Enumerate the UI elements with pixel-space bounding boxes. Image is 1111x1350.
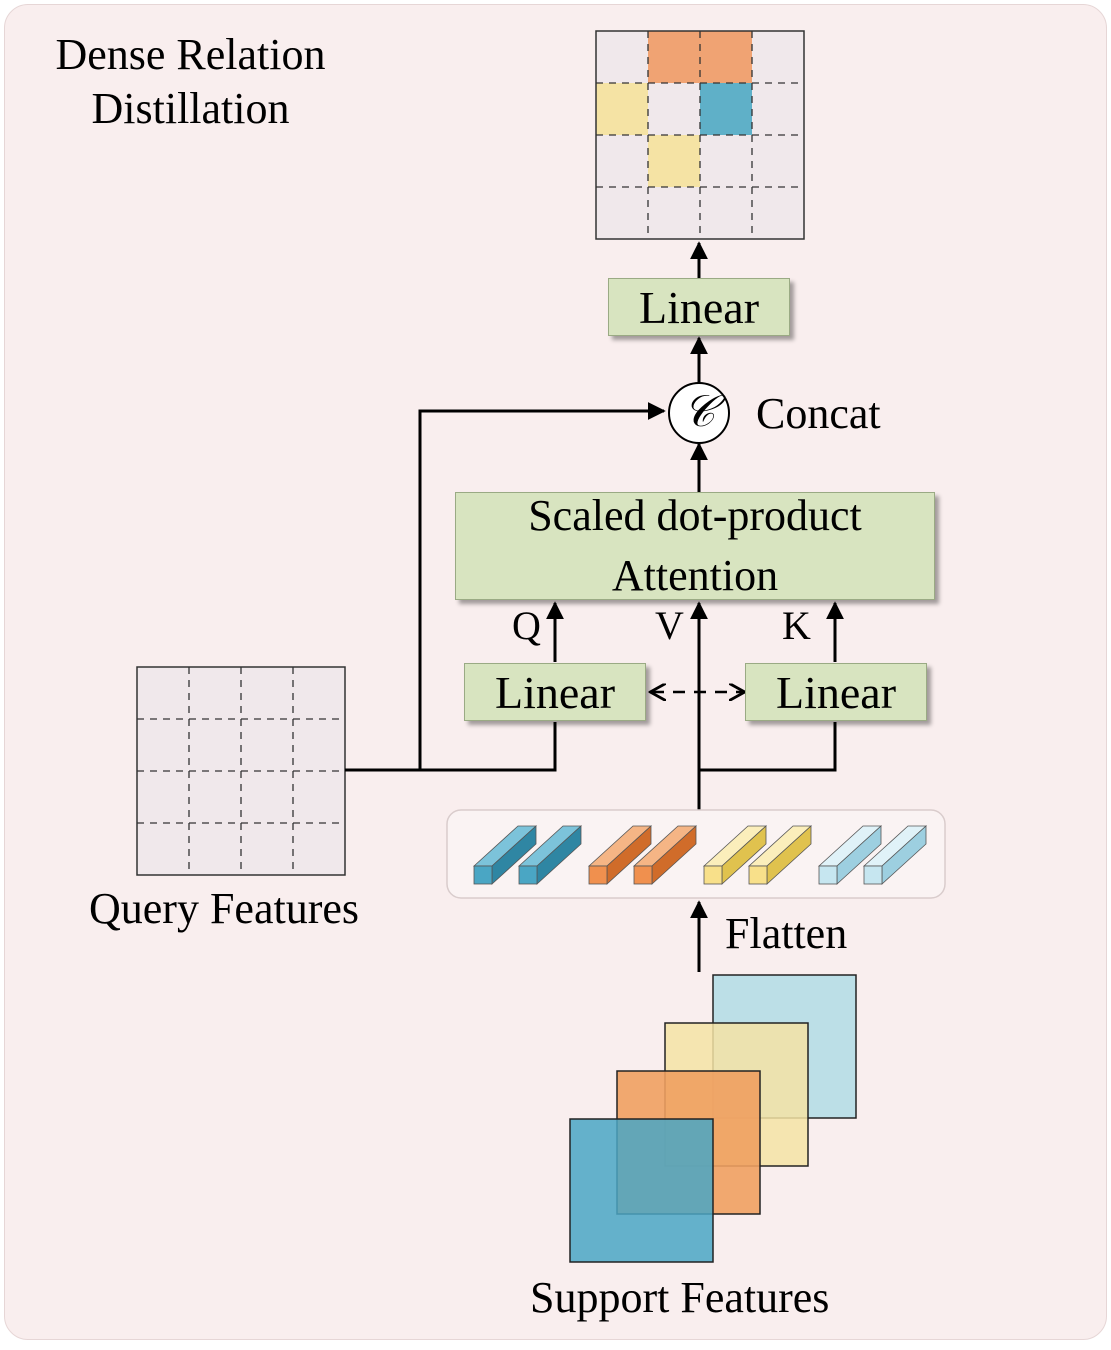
query-grid-cell: [189, 823, 241, 875]
output-grid-cell: [700, 31, 752, 83]
connector-lines: [345, 241, 844, 972]
output-grid-cell: [752, 83, 804, 135]
query-grid-cell: [189, 771, 241, 823]
query-grid-cell: [241, 823, 293, 875]
query-grid-cell: [137, 667, 189, 719]
attention-label: Scaled dot-product Attention: [528, 491, 862, 600]
linear-top-label: Linear: [638, 281, 760, 333]
query-grid-cell: [241, 719, 293, 771]
token-bar-front: [473, 865, 493, 885]
token-bar-front: [703, 865, 723, 885]
output-grid-cell: [596, 135, 648, 187]
token-bar-front: [588, 865, 608, 885]
support-features-label: Support Features: [530, 1273, 830, 1322]
query-grid-cell: [293, 667, 345, 719]
output-grid-cell: [752, 31, 804, 83]
v-label: V: [655, 603, 684, 648]
concat-circle: [668, 382, 730, 444]
output-grid-cell: [700, 187, 752, 239]
token-bar-front: [748, 865, 768, 885]
output-grid-cell: [700, 135, 752, 187]
linear-box-query: Linear: [464, 663, 646, 721]
query-grid-cell: [189, 719, 241, 771]
output-grid-cell: [596, 83, 648, 135]
query-grid-cell: [293, 719, 345, 771]
query-grid-cell: [241, 667, 293, 719]
output-grid-border: [595, 30, 805, 240]
output-relation-grid: [595, 30, 805, 240]
output-grid-cell: [596, 31, 648, 83]
output-grid-cell: [596, 187, 648, 239]
linear-right-label: Linear: [775, 666, 897, 718]
query-grid-cell: [189, 667, 241, 719]
token-bar-front: [518, 865, 538, 885]
concat-symbol: 𝒞: [683, 387, 716, 436]
line-query-to-linear-left: [345, 722, 557, 772]
diagram-title: Dense Relation Distillation: [55, 30, 326, 133]
output-grid-cell: [648, 135, 700, 187]
token-bar-front: [863, 865, 883, 885]
query-grid-cell: [137, 823, 189, 875]
query-grid-cell: [137, 771, 189, 823]
line-support-to-linear-right: [699, 722, 837, 772]
concat-label: Concat: [756, 389, 881, 438]
attention-box: Scaled dot-product Attention: [455, 491, 935, 600]
support-features-stack: [569, 974, 857, 1263]
q-label: Q: [512, 603, 541, 648]
token-bar-front: [633, 865, 653, 885]
output-grid-cell: [752, 135, 804, 187]
output-grid-cell: [648, 31, 700, 83]
query-grid-cell: [137, 719, 189, 771]
linear-left-label: Linear: [494, 666, 616, 718]
query-grid-cell: [293, 823, 345, 875]
linear-box-key: Linear: [745, 663, 927, 721]
output-grid-cell: [648, 83, 700, 135]
output-grid-cell: [700, 83, 752, 135]
k-label: K: [782, 603, 811, 648]
query-grid-cell: [293, 771, 345, 823]
output-grid-cell: [648, 187, 700, 239]
query-grid-cell: [241, 771, 293, 823]
query-features-grid: [136, 666, 346, 876]
output-grid-cell: [752, 187, 804, 239]
flatten-label: Flatten: [725, 909, 848, 958]
support-map-1: [569, 1118, 714, 1263]
query-features-label: Query Features: [89, 884, 360, 933]
flattened-token-bars: [472, 825, 928, 885]
arrow-query-skip-to-concat: [418, 402, 666, 770]
linear-box-top: Linear: [608, 278, 790, 336]
token-bar-front: [818, 865, 838, 885]
